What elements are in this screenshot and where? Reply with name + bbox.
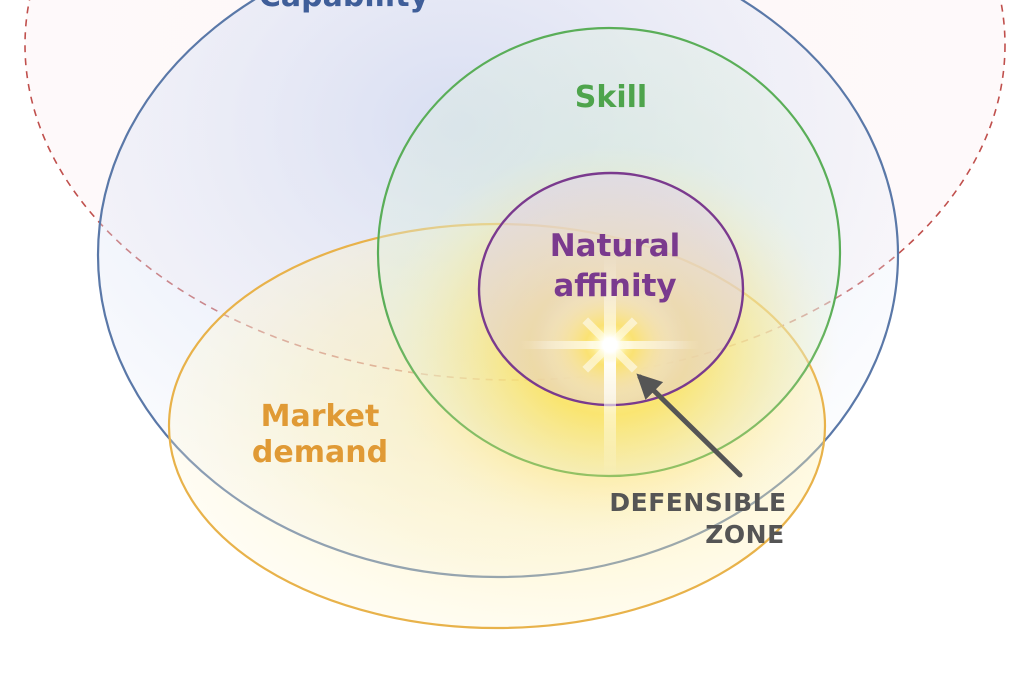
- natural-affinity-label-line1: Natural: [550, 228, 681, 264]
- defensible-zone-arrow: [636, 373, 743, 478]
- market-demand-label-line2: demand: [252, 435, 388, 470]
- capability-label: Capability: [259, 0, 430, 14]
- market-demand-label-line1: Market: [261, 399, 380, 434]
- defensible-zone-label-line1: DEFENSIBLE: [609, 488, 786, 517]
- natural-affinity-label-line2: affinity: [553, 268, 676, 304]
- defensible-zone-label-line2: ZONE: [705, 520, 784, 549]
- skill-label: Skill: [575, 80, 647, 115]
- starburst-icon: [520, 255, 700, 475]
